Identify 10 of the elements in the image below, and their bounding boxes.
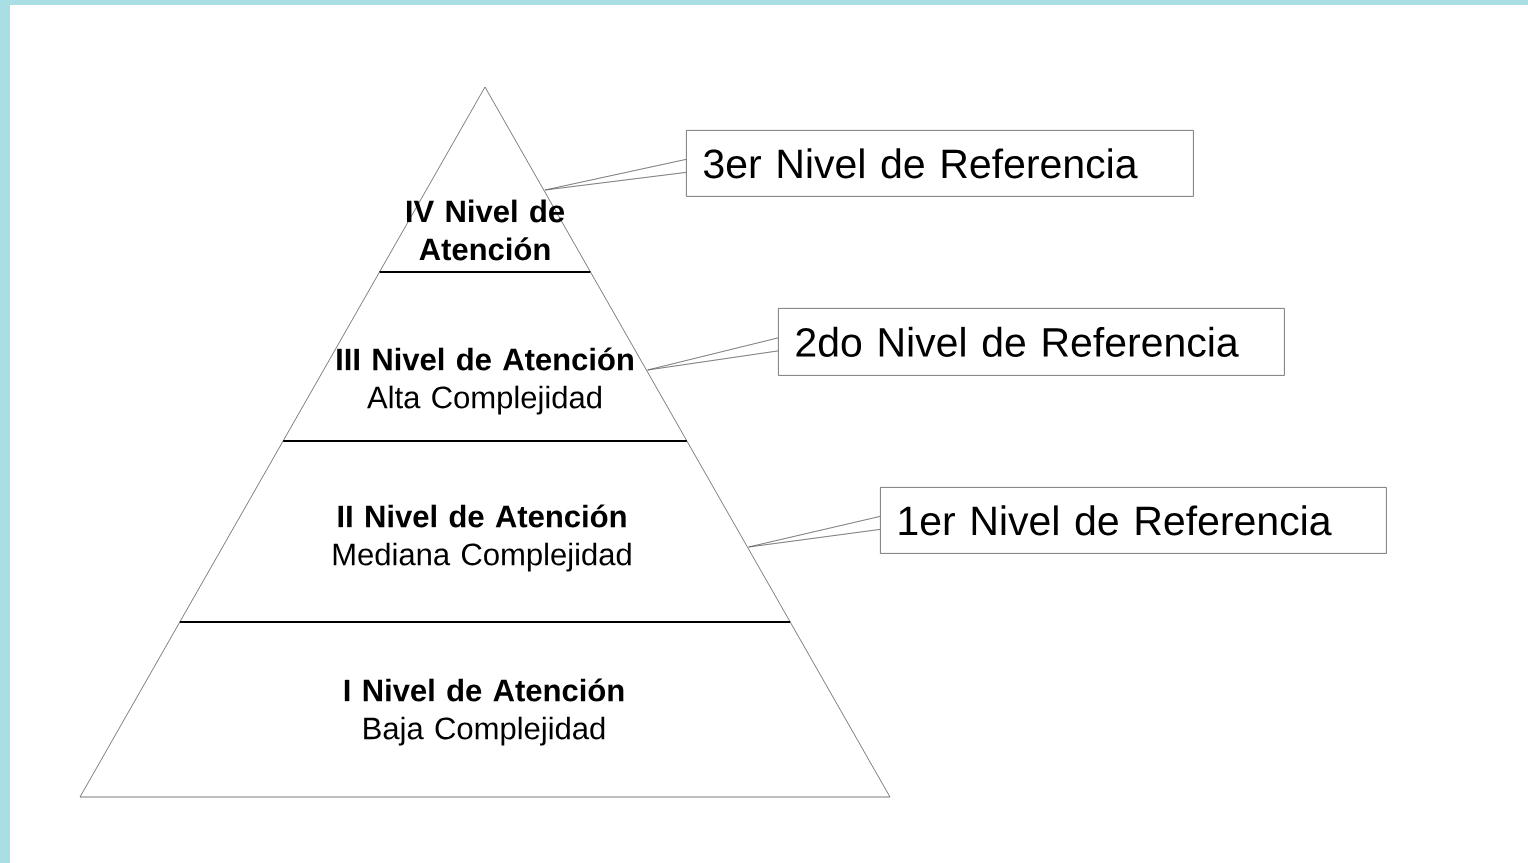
pyramid-tier: IV Nivel de Atención: [378, 86, 592, 273]
callout-pointer: [647, 337, 779, 371]
pyramid-tier: II Nivel de Atención Mediana Complejidad: [178, 440, 792, 623]
pyramid-tier: I Nivel de Atención Baja Complejidad: [79, 621, 891, 798]
callout-pointer: [544, 159, 687, 191]
callout-box: 2do Nivel de Referencia: [778, 308, 1285, 376]
callout-box: 3er Nivel de Referencia: [686, 130, 1194, 197]
pyramid-tier: III Nivel de Atención Alta Complejidad: [282, 271, 688, 442]
callout-box: 1er Nivel de Referencia: [880, 487, 1387, 554]
callout-pointer: [748, 516, 881, 548]
